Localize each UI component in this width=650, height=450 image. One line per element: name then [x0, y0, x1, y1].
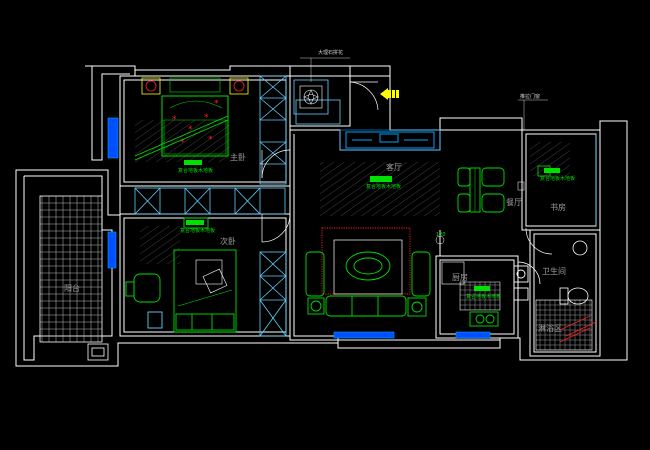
right-callout: 推拉门窗	[520, 93, 540, 100]
floor-tags	[184, 160, 560, 291]
kitchen-fixtures	[441, 261, 529, 327]
tv-cabinet	[345, 131, 435, 149]
room-label-kitchen: 厨房	[452, 272, 468, 282]
entrance-walls	[289, 65, 351, 127]
doors	[261, 81, 553, 285]
balcony-tiles	[39, 195, 103, 343]
entry-arrow-icon	[380, 88, 399, 100]
room-label-second-bedroom: 次卧	[220, 236, 236, 246]
shower-tiles	[535, 299, 593, 351]
svg-text:*: *	[180, 138, 185, 148]
floor-tag-study: 复合地板木地板	[540, 175, 575, 182]
floor-tag-kitchen: 复合地板木地板	[466, 293, 501, 300]
room-label-dining-room: 餐厅	[506, 198, 522, 207]
floor-tag-living: 复合地板木地板	[366, 183, 401, 190]
top-callout: 大理石拼花	[318, 49, 343, 56]
wardrobes	[134, 75, 341, 337]
svg-text:*: *	[204, 113, 209, 123]
dimension-label: 120	[436, 232, 446, 238]
room-label-master-bedroom: 主卧	[230, 152, 246, 162]
svg-text:*: *	[208, 135, 213, 145]
sofa-set	[305, 227, 445, 317]
room-label-bathroom: 卫生间	[542, 266, 566, 276]
dining-set	[457, 167, 525, 213]
floor-tag-master: 复合地板木地板	[178, 167, 213, 174]
room-label-shower: 淋浴区	[538, 323, 562, 333]
svg-text:*: *	[214, 99, 219, 109]
room-label-study: 书房	[550, 202, 566, 212]
room-label-living-room: 客厅	[386, 162, 402, 172]
floor-hatching	[135, 120, 570, 264]
right-callout-leader	[518, 99, 548, 130]
windows	[107, 117, 491, 339]
svg-text:*: *	[172, 115, 177, 125]
room-label-balcony: 阳台	[64, 283, 80, 293]
washing-machine	[87, 343, 109, 361]
bathroom-fixtures	[559, 240, 597, 343]
outer-wall-inner	[91, 66, 130, 161]
master-bed: ** ** **	[134, 77, 249, 161]
floor-tag-second: 复合地板木地板	[180, 227, 215, 234]
entrance-feature	[293, 57, 350, 115]
second-bed	[125, 217, 237, 333]
svg-text:*: *	[188, 125, 193, 135]
